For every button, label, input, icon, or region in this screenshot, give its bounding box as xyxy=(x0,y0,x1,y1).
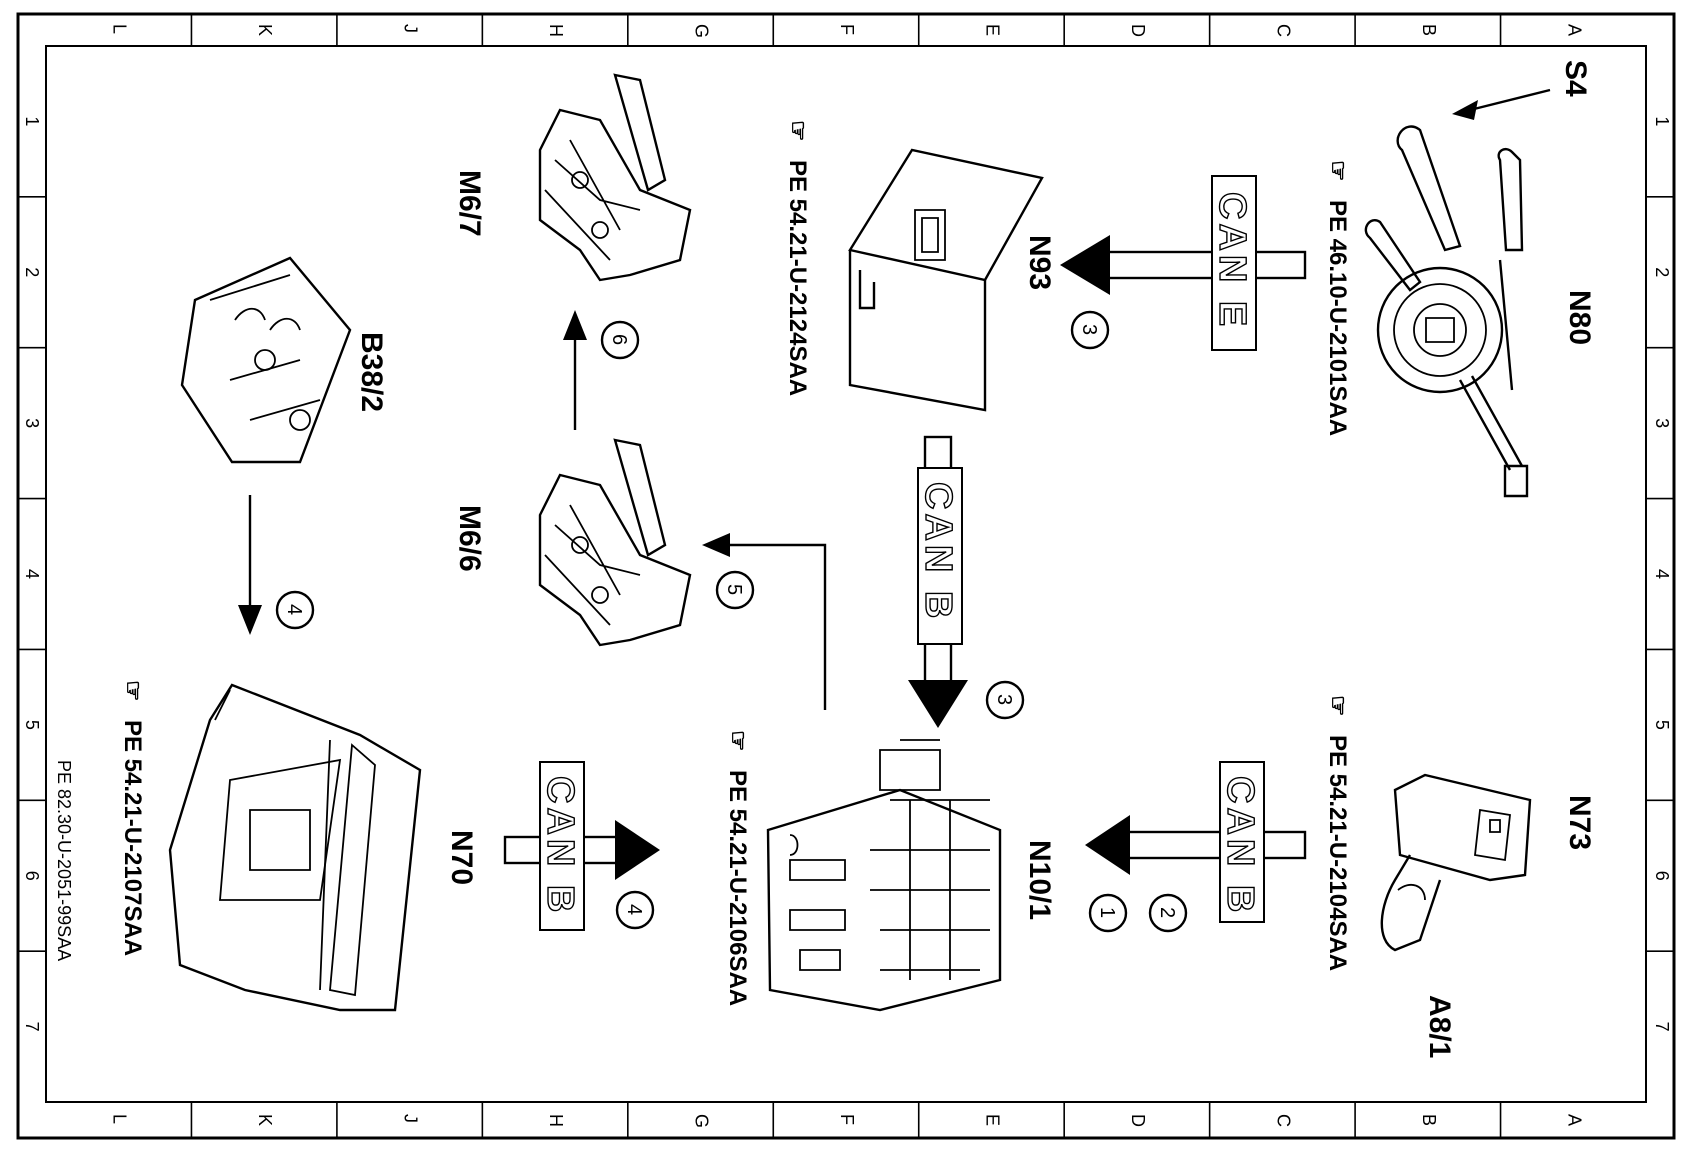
col-bottom-h: H xyxy=(546,1114,566,1127)
row-left-5: 5 xyxy=(22,720,42,730)
col-top-k: K xyxy=(255,24,275,36)
row-right-4: 4 xyxy=(1652,569,1672,579)
row-left-2: 2 xyxy=(22,267,42,277)
row-right-3: 3 xyxy=(1652,418,1672,428)
col-top-h: H xyxy=(546,24,566,37)
control-module-n93 xyxy=(848,148,1044,412)
step-m6-6-in: 5 xyxy=(723,584,745,595)
label-s4: S4 xyxy=(1559,60,1592,97)
bus-can-e: CAN E xyxy=(1211,192,1253,330)
step-n73-a: 1 xyxy=(1096,907,1118,918)
signal-acquisition-module-n10-1 xyxy=(766,739,1002,1012)
can-b-n70-connection: CAN B xyxy=(503,761,660,931)
row-right-6: 6 xyxy=(1652,871,1672,881)
label-a8-1: A8/1 xyxy=(1423,995,1456,1058)
col-bottom-e: E xyxy=(982,1114,1002,1126)
label-n93: N93 xyxy=(1023,235,1056,290)
ref-pe-54-2104: PE 54.21-U-2104SAA xyxy=(1324,735,1351,971)
col-bottom-b: B xyxy=(1419,1114,1439,1126)
row-right-5: 5 xyxy=(1652,720,1672,730)
col-bottom-f: F xyxy=(837,1114,857,1125)
motor-m6-7 xyxy=(538,73,692,282)
step-n10-in: 3 xyxy=(993,694,1015,705)
ref-pe-54-2106: PE 54.21-U-2106SAA xyxy=(724,770,751,1006)
row-left-6: 6 xyxy=(22,871,42,881)
ref-pe-54-2107: PE 54.21-U-2107SAA xyxy=(119,720,146,956)
row-left-1: 1 xyxy=(22,116,42,126)
can-b-n73-connection: CAN B xyxy=(1085,761,1307,923)
row-right-1: 1 xyxy=(1652,116,1672,126)
can-b-vertical-connection: CAN B xyxy=(908,435,968,728)
row-numbers: 1 1 2 2 3 3 4 4 5 5 6 6 7 7 xyxy=(22,116,1672,1031)
label-n70: N70 xyxy=(445,830,478,885)
label-m6-6: M6/6 xyxy=(453,505,486,572)
col-top-a: A xyxy=(1564,24,1584,36)
overhead-panel-n70 xyxy=(168,683,422,1012)
step-m6-7-in: 6 xyxy=(608,334,630,345)
col-top-l: L xyxy=(110,24,130,34)
hand-pointer-icon: ☞ xyxy=(784,120,811,142)
col-top-c: C xyxy=(1273,24,1293,37)
col-top-e: E xyxy=(982,24,1002,36)
label-n73: N73 xyxy=(1563,795,1596,850)
steering-column-switch-n80 xyxy=(1364,125,1529,498)
col-top-g: G xyxy=(692,24,712,38)
hand-pointer-icon: ☞ xyxy=(1324,160,1351,182)
sensor-b38-2 xyxy=(180,256,352,464)
label-m6-7: M6/7 xyxy=(453,170,486,237)
ref-pe-46-10: PE 46.10-U-2101SAA xyxy=(1324,200,1351,436)
bus-can-b-n73: CAN B xyxy=(1219,776,1261,916)
step-n73-b: 2 xyxy=(1156,907,1178,918)
row-left-4: 4 xyxy=(22,569,42,579)
step-n93-in: 3 xyxy=(1078,324,1100,335)
col-top-j: J xyxy=(401,24,421,33)
step-b38-out: 4 xyxy=(283,604,305,615)
col-bottom-l: L xyxy=(110,1114,130,1124)
ignition-switch-n73 xyxy=(1380,773,1532,952)
drawing-id: PE 82.30-U-2051-99SAA xyxy=(54,760,74,961)
label-b38-2: B38/2 xyxy=(355,332,388,412)
row-right-7: 7 xyxy=(1652,1022,1672,1032)
row-right-2: 2 xyxy=(1652,267,1672,277)
col-bottom-g: G xyxy=(692,1114,712,1128)
label-n10-1: N10/1 xyxy=(1023,840,1056,920)
col-bottom-k: K xyxy=(255,1114,275,1126)
label-n80: N80 xyxy=(1563,290,1596,345)
hand-pointer-icon: ☞ xyxy=(724,730,751,752)
row-left-3: 3 xyxy=(22,418,42,428)
bus-can-b-vertical: CAN B xyxy=(917,482,959,622)
column-letters: L L K K J J H H G G F F E E D D C C B B A A xyxy=(110,24,1585,1128)
drawing-frame xyxy=(16,12,1676,1140)
col-top-b: B xyxy=(1419,24,1439,36)
hand-pointer-icon: ☞ xyxy=(119,680,146,702)
can-e-connection: CAN E xyxy=(1060,175,1307,351)
bus-can-b-n70: CAN B xyxy=(539,776,581,916)
col-bottom-j: J xyxy=(401,1114,421,1123)
col-bottom-a: A xyxy=(1564,1114,1584,1126)
hand-pointer-icon: ☞ xyxy=(1324,695,1351,717)
col-top-f: F xyxy=(837,24,857,35)
row-left-7: 7 xyxy=(22,1022,42,1032)
col-bottom-d: D xyxy=(1128,1114,1148,1127)
ref-pe-54-2124: PE 54.21-U-2124SAA xyxy=(784,160,811,396)
col-bottom-c: C xyxy=(1273,1114,1293,1127)
step-n70-out: 4 xyxy=(623,904,645,915)
col-top-d: D xyxy=(1128,24,1148,37)
motor-m6-6 xyxy=(538,438,692,647)
